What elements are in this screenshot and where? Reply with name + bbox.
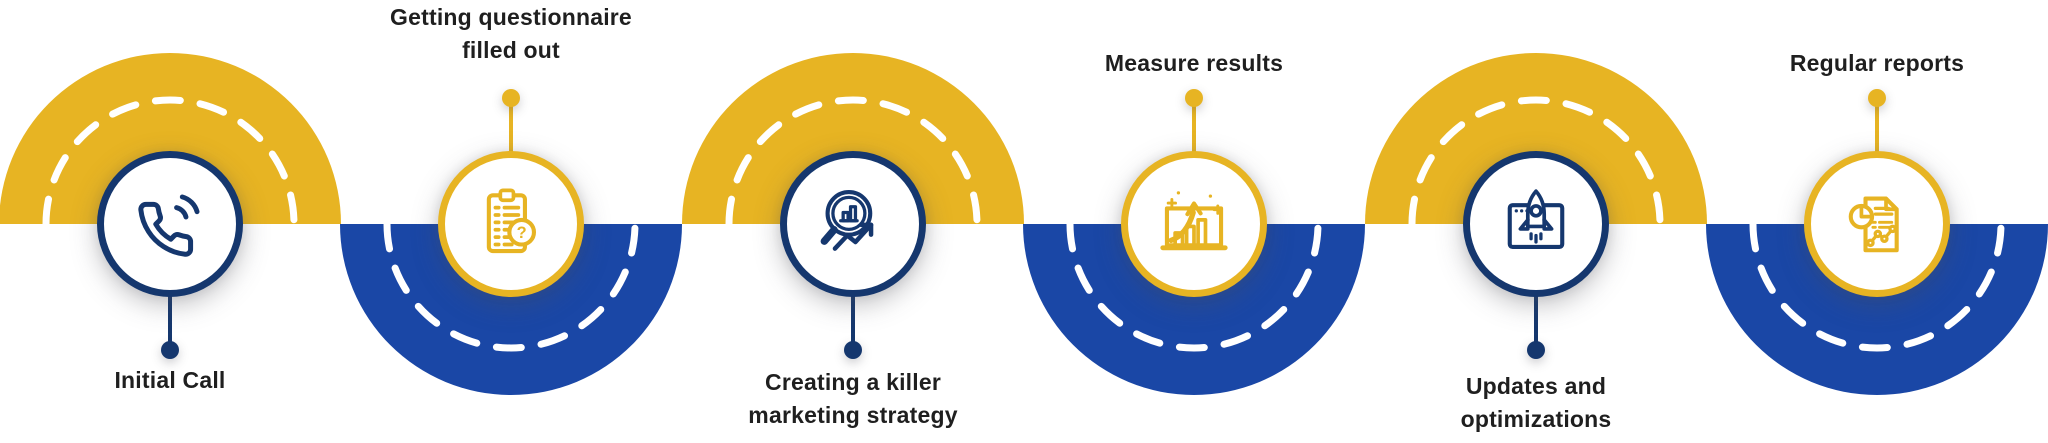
step-2: ? Getting questionnaire filled out: [340, 0, 682, 443]
connector-dot: [1185, 89, 1203, 107]
phone-call-icon: [138, 194, 200, 257]
label-line: Initial Call: [114, 367, 226, 393]
lane-dashes: [42, 96, 298, 224]
connector-dot: [1527, 341, 1545, 359]
step-node: [1804, 151, 1950, 297]
label-line: optimizations: [1460, 406, 1612, 432]
label-line: Measure results: [1104, 50, 1284, 76]
step-node: ?: [438, 151, 584, 297]
step-label: Initial Call: [0, 364, 381, 397]
lane-dashes: [1408, 96, 1664, 224]
label-line: Regular reports: [1789, 50, 1965, 76]
connector-line: [1875, 98, 1879, 152]
growth-chart-arrow-icon: [1160, 191, 1228, 251]
lane-dashes: [725, 96, 981, 224]
step-label: Measure results: [983, 47, 1405, 80]
label-line: Creating a killer: [765, 369, 941, 395]
step-label: Updates and optimizations: [1325, 370, 1747, 436]
report-document-icon: [1848, 196, 1899, 253]
connector-dot: [844, 341, 862, 359]
step-node: [1121, 151, 1267, 297]
step-4: Measure results: [1023, 0, 1365, 443]
connector-line: [851, 296, 855, 349]
step-3: Creating a killer marketing strategy: [682, 0, 1024, 443]
step-label: Getting questionnaire filled out: [300, 1, 722, 67]
step-5: Updates and optimizations: [1365, 0, 1707, 443]
connector-dot: [1868, 89, 1886, 107]
rocket-launch-browser-icon: [1507, 189, 1565, 250]
step-6: Regular reports: [1706, 0, 2048, 443]
lane-dashes: [383, 224, 639, 352]
svg-text:?: ?: [517, 224, 527, 242]
label-line: Updates and: [1465, 373, 1607, 399]
step-label: Regular reports: [1666, 47, 2048, 80]
questionnaire-clipboard-icon: ?: [486, 188, 537, 254]
step-1: Initial Call: [0, 0, 341, 443]
connector-line: [1192, 98, 1196, 152]
step-node: [1463, 151, 1609, 297]
connector-line: [509, 98, 513, 152]
step-node: [97, 151, 243, 297]
label-line: filled out: [462, 37, 560, 63]
connector-dot: [161, 341, 179, 359]
connector-line: [1534, 296, 1538, 349]
lane-dashes: [1749, 224, 2005, 352]
label-line: marketing strategy: [748, 402, 958, 428]
step-label: Creating a killer marketing strategy: [642, 366, 1064, 432]
label-line: Getting questionnaire: [390, 4, 632, 30]
step-node: [780, 151, 926, 297]
lane-dashes: [1066, 224, 1322, 352]
connector-line: [168, 296, 172, 349]
magnifier-analytics-icon: [820, 189, 874, 251]
connector-dot: [502, 89, 520, 107]
